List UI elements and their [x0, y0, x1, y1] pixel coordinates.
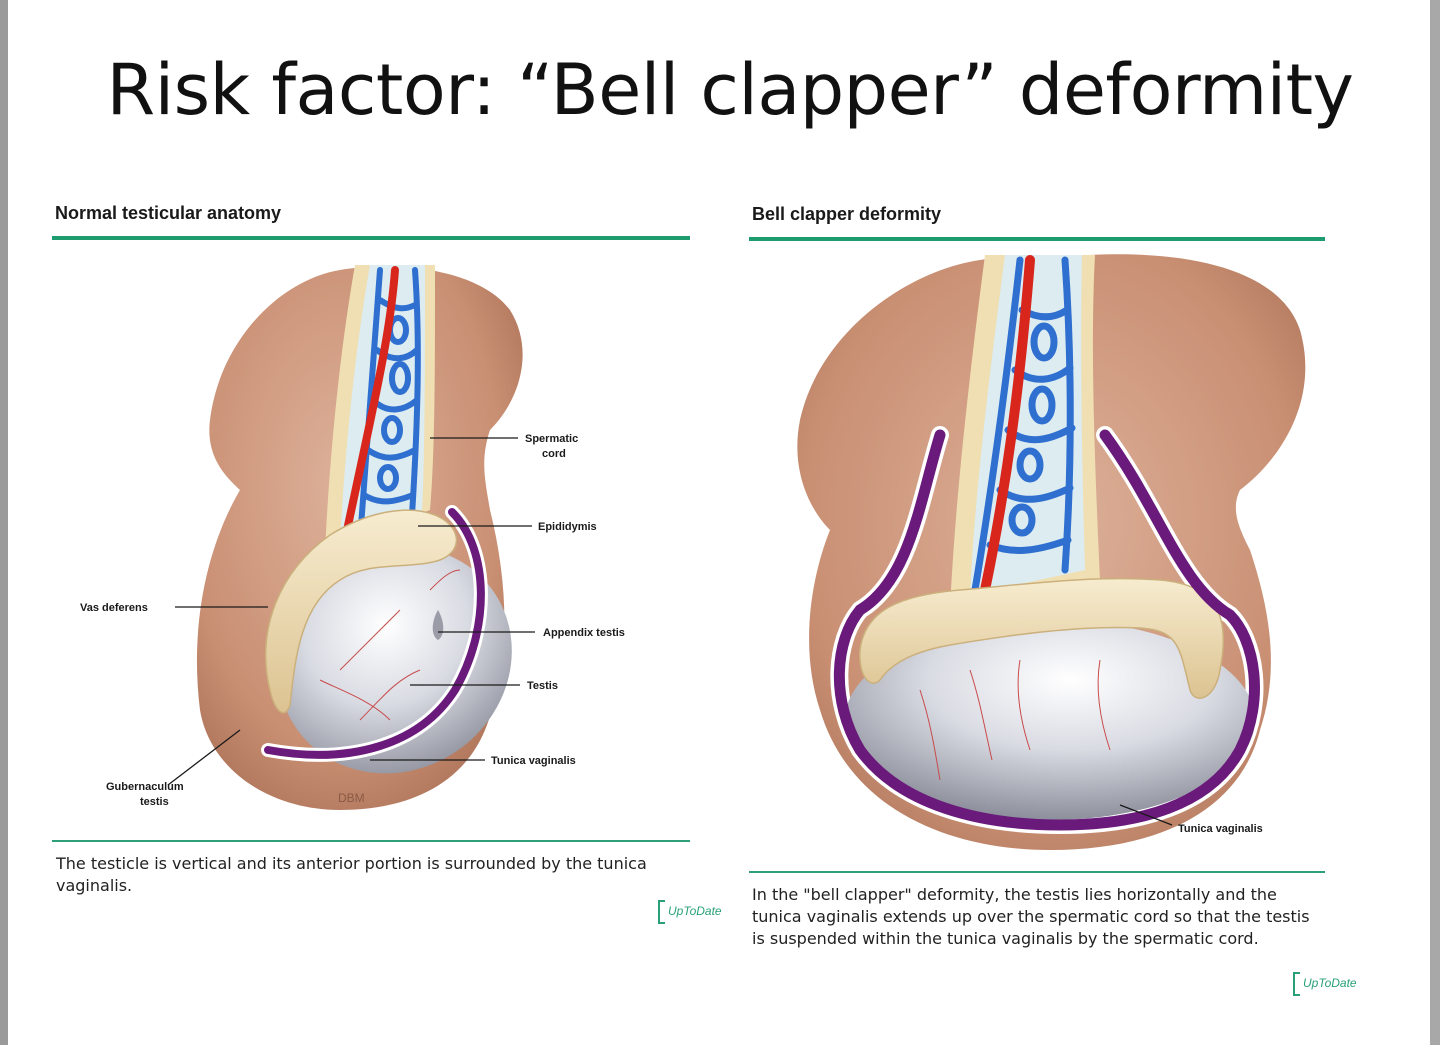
testicular-artery — [341, 266, 399, 544]
label-vas-deferens: Vas deferens — [80, 602, 148, 614]
pampiniform-veins — [971, 256, 1076, 594]
right-heading-rule — [749, 237, 1325, 241]
right-caption: In the "bell clapper" deformity, the tes… — [752, 885, 1310, 948]
label-appendix-testis: Appendix testis — [543, 627, 625, 639]
testicular-artery — [980, 255, 1035, 595]
label-testis: Testis — [527, 680, 558, 692]
window-left-border — [0, 0, 8, 1045]
left-brand-logo: UpToDate — [658, 900, 722, 924]
left-caption-rule — [52, 840, 690, 842]
right-caption-rule — [749, 871, 1325, 873]
label-spermatic-cord-2: cord — [542, 448, 566, 460]
tunica-vaginalis — [833, 429, 1260, 831]
label-gubernaculum-1: Gubernaculum — [106, 781, 184, 793]
label-epididymis: Epididymis — [538, 521, 597, 533]
window-right-border — [1430, 0, 1440, 1045]
right-brand-logo: UpToDate — [1293, 972, 1357, 996]
artist-signature: DBM — [338, 791, 365, 805]
label-tunica-vaginalis-right: Tunica vaginalis — [1178, 823, 1263, 835]
testis — [278, 546, 512, 774]
normal-anatomy-figure: Spermatic cord Epididymis Vas deferens A… — [80, 265, 625, 810]
testis — [845, 620, 1255, 820]
label-gubernaculum-2: testis — [140, 796, 169, 808]
left-panel-heading: Normal testicular anatomy — [55, 203, 282, 223]
pampiniform-veins — [357, 267, 421, 543]
left-heading-rule — [52, 236, 690, 240]
left-caption: The testicle is vertical and its anterio… — [56, 854, 647, 895]
epididymis — [859, 577, 1225, 699]
slide-title: Risk factor: “Bell clapper” deformity — [106, 49, 1354, 131]
epididymis — [264, 509, 458, 714]
label-spermatic-cord-1: Spermatic — [525, 433, 578, 445]
bell-clapper-figure: Tunica vaginalis — [797, 254, 1306, 851]
label-tunica-vaginalis-left: Tunica vaginalis — [491, 755, 576, 767]
right-panel-heading: Bell clapper deformity — [752, 204, 942, 224]
